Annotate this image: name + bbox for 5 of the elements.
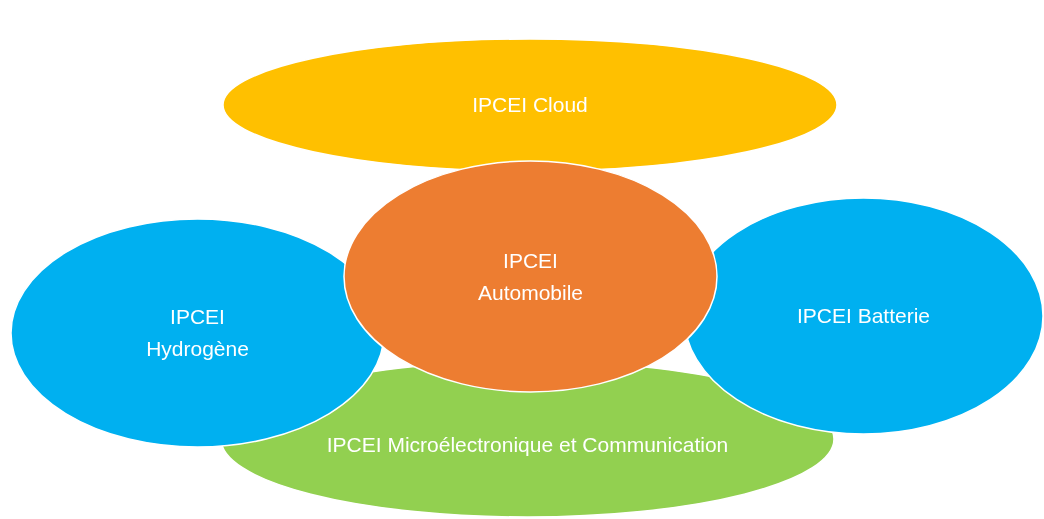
node-label: IPCEI Microélectronique et Communication [326,432,729,458]
node-label: IPCEI Hydrogène [145,304,250,362]
node-label: IPCEI Cloud [472,92,588,118]
node-label: IPCEI Automobile [476,247,585,306]
node-label: IPCEI Batterie [796,303,931,329]
